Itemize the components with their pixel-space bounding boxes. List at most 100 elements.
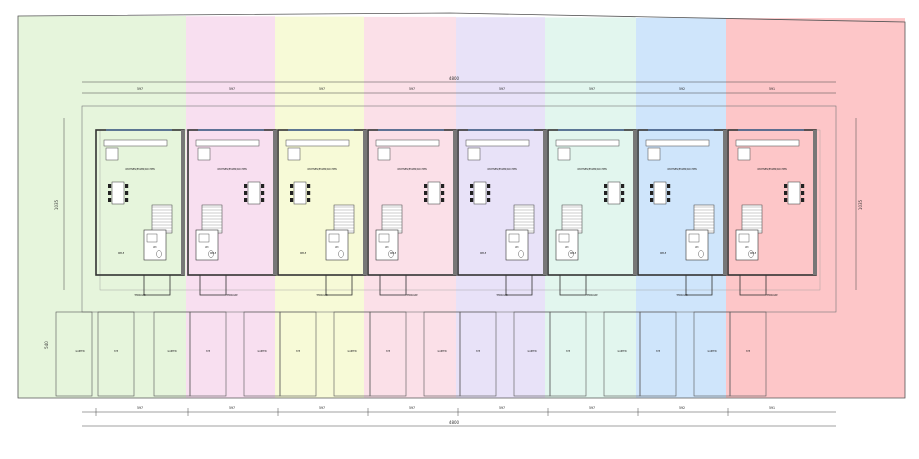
parking-plot [459, 311, 497, 397]
kitchen-island [467, 147, 481, 161]
unit-plan-1: WOHNEN/ESSEN/KOCHENWCDIELETERRASSEGARTEN… [55, 129, 185, 397]
chair [424, 198, 428, 202]
toilet [748, 250, 754, 258]
toilet [338, 250, 344, 258]
kitchen-island [647, 147, 661, 161]
dining-table [424, 181, 445, 205]
garden-label: GARTEN [258, 350, 267, 353]
chair [667, 198, 671, 202]
chair [307, 191, 311, 195]
toilet [388, 250, 394, 258]
wc-walls [685, 229, 709, 261]
chair [784, 191, 788, 195]
party-wall [723, 130, 727, 275]
chair [290, 184, 294, 188]
parking-plot [639, 311, 677, 397]
chair [801, 198, 805, 202]
garden-label: GARTEN [618, 350, 627, 353]
dining-table [650, 181, 671, 205]
unit-width-label: 597 [589, 87, 595, 91]
lower-left-dimension: 540 [44, 341, 49, 349]
party-wall [181, 130, 185, 275]
wc-walls [325, 229, 349, 261]
unit-width-label: 597 [499, 87, 505, 91]
staircase [201, 204, 223, 234]
chair [604, 191, 608, 195]
chair [650, 184, 654, 188]
toilet [208, 250, 214, 258]
unit-plan-7: WOHNEN/ESSEN/KOCHENWCDIELETERRASSEGARTEN… [603, 129, 727, 397]
parking-label: STP [656, 350, 661, 353]
room-label: WOHNEN/ESSEN/KOCHEN [307, 168, 337, 171]
chair [108, 184, 112, 188]
chair [604, 184, 608, 188]
table-top [427, 181, 441, 205]
staircase [151, 204, 173, 234]
parking-label: STP [746, 350, 751, 353]
terrace-label: TERRASSE [316, 294, 328, 297]
chair [470, 198, 474, 202]
dining-table [470, 181, 491, 205]
unit-width-label: 597 [319, 87, 325, 91]
shower-tray [508, 233, 520, 243]
room-label: WOHNEN/ESSEN/KOCHEN [667, 168, 697, 171]
chair [650, 191, 654, 195]
unit-color-bands [18, 16, 905, 399]
bottom-width-label: 597 [229, 406, 235, 410]
chair [621, 184, 625, 188]
wc-walls [143, 229, 167, 261]
overall-dimension-bottom: 4800 [449, 420, 460, 425]
kitchen-counter [735, 139, 800, 147]
chair [307, 198, 311, 202]
unit-plan-6: WOHNEN/ESSEN/KOCHENWCDIELETERRASSEGARTEN… [513, 129, 637, 397]
chair [108, 198, 112, 202]
wc-room: WC [375, 229, 399, 261]
parking-plot [279, 311, 317, 397]
chair [307, 184, 311, 188]
kitchen-island [105, 147, 119, 161]
bottom-width-label: 597 [409, 406, 415, 410]
dining-table [108, 181, 129, 205]
unit-width-label: 591 [769, 87, 775, 91]
kitchen-counter [103, 139, 168, 147]
garden-label: GARTEN [168, 350, 177, 353]
bottom-width-label: 597 [589, 406, 595, 410]
kitchen-counter [285, 139, 350, 147]
parking-plot [189, 311, 227, 397]
wc-label: WC [385, 246, 389, 249]
chair [801, 191, 805, 195]
chair [125, 191, 129, 195]
shower-tray [688, 233, 700, 243]
dining-table [290, 181, 311, 205]
table-top [473, 181, 487, 205]
entrance-porch [143, 274, 171, 296]
unit-band-6 [545, 17, 636, 398]
terrace-label: TERRASSE [496, 294, 508, 297]
terrace-label: TERRASSE [586, 294, 598, 297]
unit-width-label: 597 [229, 87, 235, 91]
party-wall [633, 130, 637, 275]
kitchen-counter [375, 139, 440, 147]
parking-label: STP [476, 350, 481, 353]
dining-table [604, 181, 625, 205]
room-label: WOHNEN/ESSEN/KOCHEN [397, 168, 427, 171]
parking-label: STP [386, 350, 391, 353]
wc-label: WC [335, 246, 339, 249]
entrance-porch [559, 274, 587, 296]
unit-plan-4: WOHNEN/ESSEN/KOCHENWCDIELETERRASSEGARTEN… [333, 129, 457, 397]
room-label: WOHNEN/ESSEN/KOCHEN [757, 168, 787, 171]
kitchen-island [377, 147, 391, 161]
staircase [741, 204, 763, 234]
shower-tray [198, 233, 210, 243]
parking-plot [729, 311, 767, 397]
chair [441, 184, 445, 188]
staircase [693, 204, 715, 234]
garden-label: GARTEN [76, 350, 85, 353]
kitchen-island [287, 147, 301, 161]
room-label: WOHNEN/ESSEN/KOCHEN [487, 168, 517, 171]
shower-tray [378, 233, 390, 243]
chair [784, 198, 788, 202]
entrance-porch [199, 274, 227, 296]
kitchen-counter [465, 139, 530, 147]
